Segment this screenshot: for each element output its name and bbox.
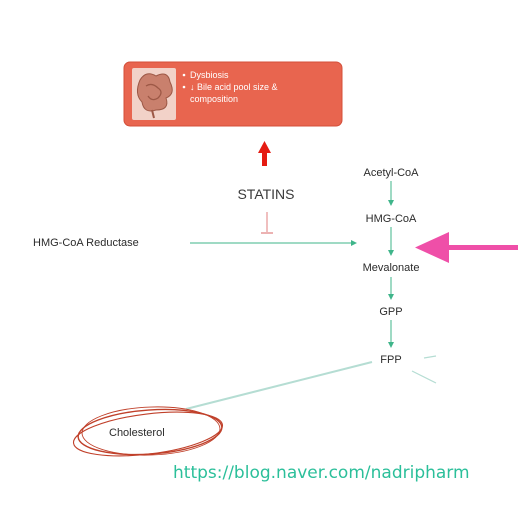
pathway-gpp: GPP (379, 306, 402, 318)
effect-bullet-bile-acid: ↓ Bile acid pool size & (190, 82, 278, 92)
reductase-label: HMG-CoA Reductase (33, 237, 139, 249)
effects-box: Dysbiosis ↓ Bile acid pool size & compos… (123, 61, 343, 127)
bullet-dot (182, 85, 186, 89)
watermark-url: https://blog.naver.com/nadripharm (173, 463, 470, 483)
pointer-arrow-icon (415, 232, 518, 263)
cholesterol-branch-line (185, 361, 373, 410)
cholesterol-label: Cholesterol (109, 427, 165, 439)
branch-line (423, 355, 437, 359)
branch-line (411, 370, 437, 384)
statins-label: STATINS (237, 186, 294, 202)
effects-box-background (123, 61, 343, 127)
bullet-dot (182, 73, 186, 77)
pathway-hmg-coa: HMG-CoA (366, 213, 417, 225)
up-arrow-icon (258, 141, 271, 166)
intestine-icon (132, 68, 176, 120)
cholesterol-circle (72, 406, 224, 457)
pathway-acetyl-coa: Acetyl-CoA (363, 167, 419, 179)
pathway-fpp: FPP (380, 354, 401, 366)
pathway-mevalonate: Mevalonate (363, 262, 420, 274)
effect-bullet-dysbiosis: Dysbiosis (190, 70, 229, 80)
effect-bullet-composition: composition (190, 94, 238, 104)
